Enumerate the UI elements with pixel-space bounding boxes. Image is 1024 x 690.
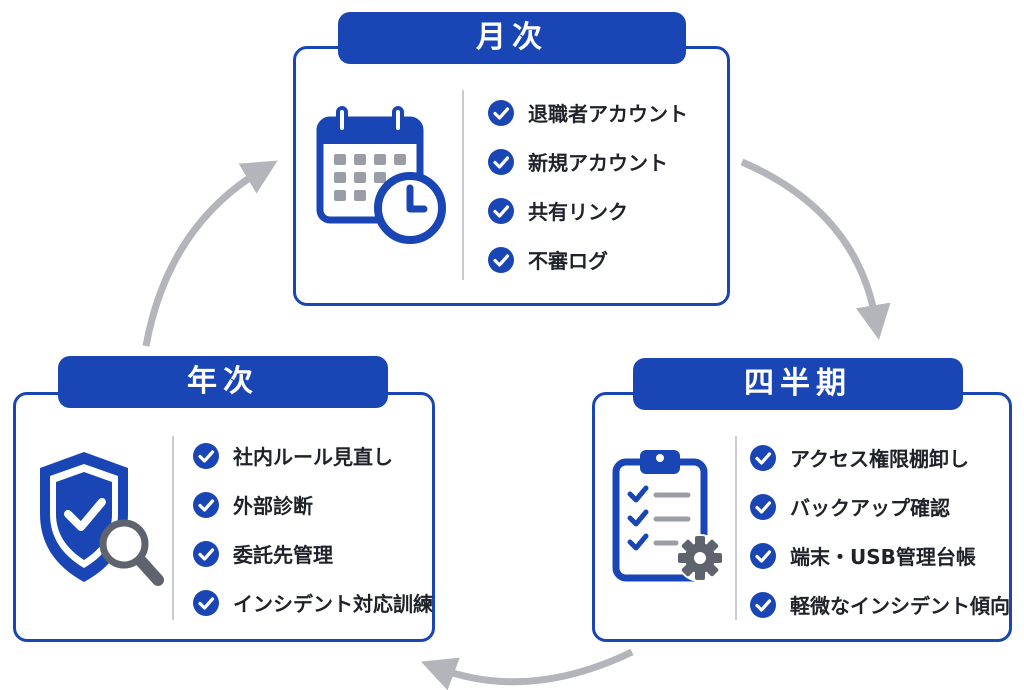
list-item-label: 不審ログ: [528, 249, 608, 273]
quarterly-divider: [735, 436, 737, 620]
list-item: 不審ログ: [488, 235, 688, 284]
monthly-title: 月次: [338, 12, 686, 64]
list-item-label: バックアップ確認: [790, 496, 950, 520]
monthly-divider: [462, 90, 464, 280]
shield-check-magnifier-icon: [40, 452, 164, 586]
list-item-label: 退職者アカウント: [528, 102, 688, 126]
yearly-checklist: 社内ルール見直し 外部診断 委託先管理 インシデント対応訓練: [193, 431, 433, 627]
list-item: 新規アカウント: [488, 137, 688, 186]
check-icon: [750, 444, 776, 471]
list-item-label: アクセス権限棚卸し: [790, 447, 969, 471]
check-icon: [750, 493, 776, 520]
check-icon: [193, 491, 219, 518]
list-item: 社内ルール見直し: [193, 431, 433, 480]
check-icon: [488, 148, 514, 175]
list-item: アクセス権限棚卸し: [750, 433, 1010, 482]
list-item-label: 新規アカウント: [528, 151, 668, 175]
list-item-label: インシデント対応訓練: [233, 592, 433, 616]
list-item: 端末・USB管理台帳: [750, 531, 1010, 580]
calendar-clock-icon: [316, 106, 446, 244]
quarterly-title: 四半期: [633, 358, 963, 410]
check-icon: [193, 589, 219, 616]
list-item-label: 端末・USB管理台帳: [790, 545, 976, 569]
check-icon: [488, 99, 514, 126]
list-item-label: 委託先管理: [233, 543, 333, 567]
arrow-monthly-to-quarterly: [740, 158, 891, 340]
list-item-label: 共有リンク: [528, 200, 628, 224]
check-icon: [488, 197, 514, 224]
monthly-checklist: 退職者アカウント 新規アカウント 共有リンク 不審ログ: [488, 88, 688, 284]
arrow-yearly-to-monthly: [142, 160, 278, 347]
check-icon: [750, 591, 776, 618]
list-item-label: 外部診断: [233, 494, 313, 518]
list-item: 委託先管理: [193, 529, 433, 578]
list-item: 軽微なインシデント傾向: [750, 580, 1010, 629]
list-item: 外部診断: [193, 480, 433, 529]
list-item: バックアップ確認: [750, 482, 1010, 531]
yearly-title: 年次: [58, 356, 388, 408]
list-item: 共有リンク: [488, 186, 688, 235]
list-item-label: 社内ルール見直し: [233, 445, 393, 469]
check-icon: [193, 442, 219, 469]
list-item: 退職者アカウント: [488, 88, 688, 137]
yearly-divider: [172, 436, 174, 620]
list-item: インシデント対応訓練: [193, 578, 433, 627]
check-icon: [488, 246, 514, 273]
check-icon: [750, 542, 776, 569]
arrow-quarterly-to-yearly: [420, 648, 634, 690]
list-item-label: 軽微なインシデント傾向: [790, 594, 1010, 618]
quarterly-checklist: アクセス権限棚卸し バックアップ確認 端末・USB管理台帳 軽微なインシデント傾…: [750, 433, 1010, 629]
clipboard-checklist-gear-icon: [612, 450, 724, 582]
check-icon: [193, 540, 219, 567]
